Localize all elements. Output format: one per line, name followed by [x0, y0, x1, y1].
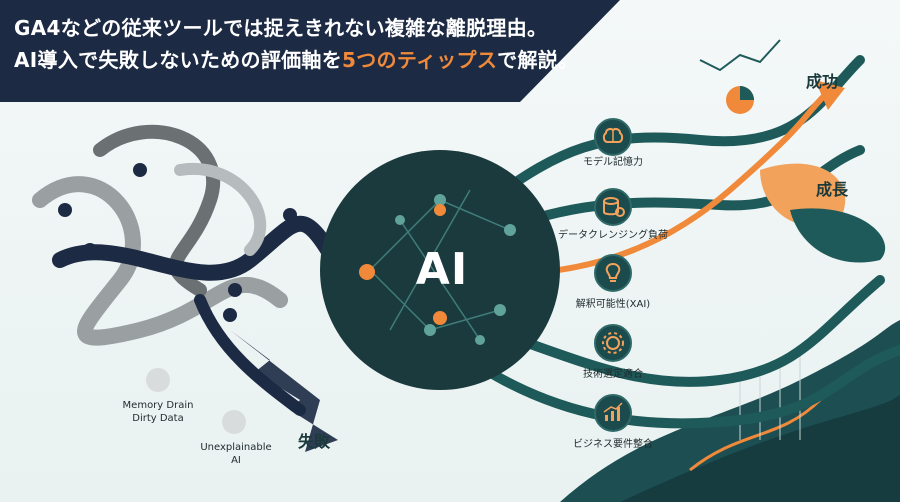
tip-icon-gear: [594, 324, 632, 362]
header-line-1: GA4などの従来ツールでは捉えきれない複雑な離脱理由。: [14, 16, 548, 40]
problem-unexplainable-2: AI: [231, 455, 241, 466]
lightbulb-icon: [605, 262, 621, 282]
header-banner: [0, 0, 620, 102]
outcome-failure: 失敗: [298, 432, 331, 451]
outcome-success: 成功: [806, 72, 839, 91]
tip-icon-lightbulb: [594, 254, 632, 292]
memory-head-icon: [146, 368, 170, 392]
tip-icon-chart: [594, 394, 632, 432]
database-gear-icon: [603, 197, 625, 217]
tip-label-2: データクレンジング負荷: [558, 230, 668, 241]
tip-label-4: 技術選定適合: [583, 369, 643, 380]
brain-icon: [602, 128, 624, 143]
tip-icon-brain: [594, 118, 632, 156]
header-text: GA4などの従来ツールでは捉えきれない複雑な離脱理由。 AI導入で失敗しないため…: [14, 12, 578, 76]
tip-label-5: ビジネス要件整合: [573, 439, 653, 450]
gear-icon: [602, 332, 624, 354]
problem-memory-drain: Memory Drain: [122, 400, 194, 411]
problem-dirty-data: Dirty Data: [132, 413, 184, 424]
bar-chart-icon: [603, 402, 623, 421]
tip-label-3: 解釈可能性(XAI): [575, 299, 651, 310]
problem-unexplainable-1: Unexplainable: [200, 442, 272, 453]
tip-label-1: モデル記憶力: [583, 157, 643, 168]
tip-icon-database: [594, 188, 632, 226]
outcome-growth: 成長: [816, 180, 849, 199]
highlight-five-tips: 5つのティップス: [342, 48, 498, 72]
header-line-2: AI導入で失敗しないための評価軸を5つのティップスで解説。: [14, 48, 579, 72]
unexplainable-head-icon: [222, 410, 246, 434]
center-ai-label: AI: [415, 244, 469, 295]
